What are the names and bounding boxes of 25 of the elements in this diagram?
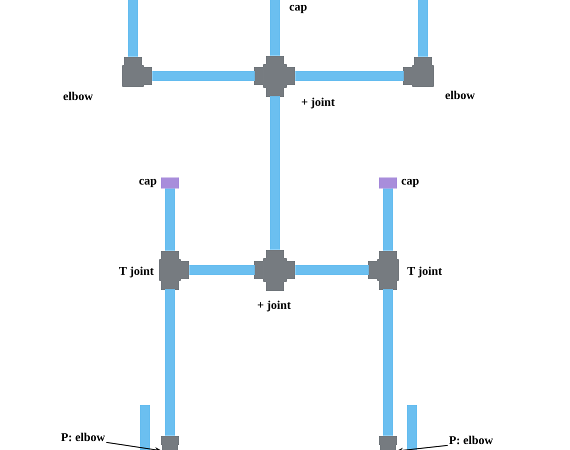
pipe: [165, 289, 175, 436]
part-label: elbow: [445, 90, 475, 100]
pipe: [128, 0, 138, 57]
pipe: [295, 70, 404, 81]
part-label: cap: [290, 4, 307, 14]
pipe: [165, 188, 175, 251]
part-label: P: elbow: [449, 436, 494, 444]
pipe: [295, 264, 369, 275]
elbow-fitting: [379, 436, 397, 450]
part-label: + joint: [302, 98, 335, 108]
pipe: [418, 0, 428, 57]
part-label: elbow: [63, 92, 93, 100]
part-label: T joint: [407, 266, 442, 278]
part-label: T joint: [119, 266, 154, 278]
pipe: [189, 264, 255, 275]
elbow-fitting: [161, 436, 179, 450]
pipe: [270, 0, 280, 56]
part-label: cap: [139, 178, 156, 188]
pipe: [270, 96, 280, 250]
part-label: cap: [402, 178, 419, 188]
pipe: [383, 188, 393, 251]
pipe: [383, 289, 393, 436]
pipe: [152, 70, 255, 81]
part-label: P: elbow: [61, 432, 106, 442]
part-label: + joint: [258, 300, 291, 312]
